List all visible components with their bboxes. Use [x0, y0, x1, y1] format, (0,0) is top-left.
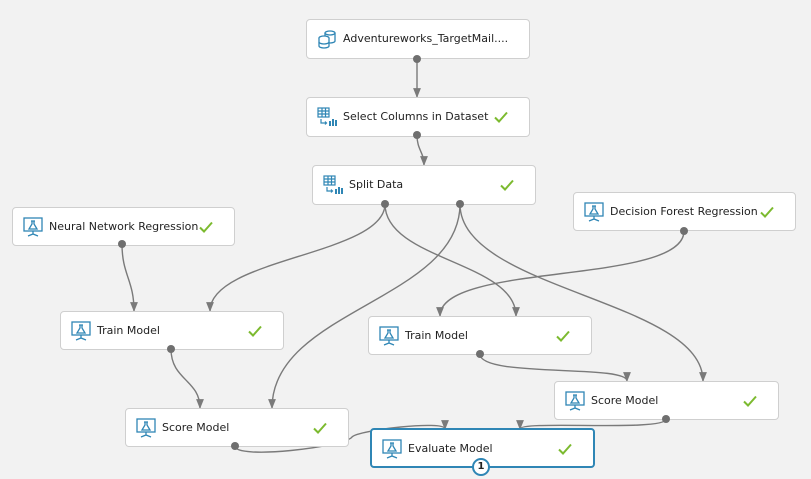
module-label: Select Columns in Dataset [343, 110, 489, 123]
module-label: Score Model [591, 394, 659, 407]
wire-select-to-split[interactable] [416, 134, 428, 166]
check-icon [494, 111, 508, 123]
output-port[interactable] [167, 345, 175, 353]
model-icon [136, 418, 156, 438]
output-port-badge[interactable]: 1 [472, 458, 490, 476]
wire-split-to-train-right[interactable] [384, 203, 520, 317]
module-label: Train Model [405, 329, 468, 342]
dataset-icon [318, 30, 336, 49]
output-port[interactable] [680, 227, 688, 235]
output-port-1[interactable] [381, 200, 389, 208]
module-score-model-left[interactable]: Score Model [125, 408, 349, 447]
wire-split-to-train-left[interactable] [206, 203, 386, 312]
module-label: Split Data [349, 178, 404, 191]
module-label: Score Model [162, 421, 230, 434]
module-select-columns[interactable]: Select Columns in Dataset [306, 97, 530, 137]
wire-split-to-score-right[interactable] [459, 203, 707, 382]
wire-train-right-to-score-right[interactable] [479, 353, 631, 382]
check-icon [199, 221, 213, 233]
module-decision-forest-regression[interactable]: Decision Forest Regression [573, 192, 796, 231]
output-port[interactable] [476, 350, 484, 358]
module-train-model-right[interactable]: Train Model [368, 316, 592, 355]
table-transform-icon [317, 107, 337, 126]
module-split-data[interactable]: Split Data [312, 165, 536, 205]
wire-forest-to-train-right[interactable] [436, 230, 685, 317]
wire-train-left-to-score-left[interactable] [170, 348, 204, 409]
check-icon [248, 325, 262, 337]
model-icon [584, 202, 604, 222]
wire-score-left-to-evaluate[interactable] [234, 420, 449, 453]
model-icon [382, 439, 402, 459]
check-icon [313, 422, 327, 434]
output-port[interactable] [662, 415, 670, 423]
table-transform-icon [323, 175, 343, 194]
model-icon [71, 321, 91, 341]
module-label: Evaluate Model [408, 442, 493, 455]
module-label: Train Model [97, 324, 160, 337]
check-icon [500, 179, 514, 191]
module-label: Decision Forest Regression [610, 205, 758, 218]
output-port[interactable] [118, 240, 126, 248]
output-port-2[interactable] [456, 200, 464, 208]
wire-split-to-score-left[interactable] [268, 203, 461, 409]
model-icon [23, 217, 43, 237]
output-port[interactable] [413, 55, 421, 63]
module-neural-network-regression[interactable]: Neural Network Regression [12, 207, 235, 246]
module-score-model-right[interactable]: Score Model [554, 381, 779, 420]
check-icon [558, 443, 572, 455]
check-icon [760, 206, 774, 218]
module-label: Adventureworks_TargetMail.... [343, 32, 509, 45]
output-port[interactable] [231, 442, 239, 450]
model-icon [565, 391, 585, 411]
module-dataset[interactable]: Adventureworks_TargetMail.... [306, 19, 530, 59]
wire-score-right-to-evaluate[interactable] [516, 418, 667, 430]
check-icon [743, 395, 757, 407]
module-label: Neural Network Regression [49, 220, 199, 233]
check-icon [556, 330, 570, 342]
model-icon [379, 326, 399, 346]
wire-neural-to-train-left[interactable] [121, 243, 138, 312]
output-port[interactable] [413, 131, 421, 139]
